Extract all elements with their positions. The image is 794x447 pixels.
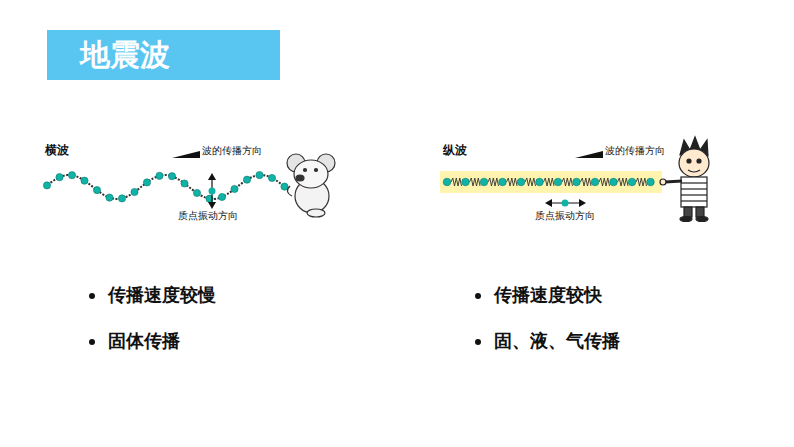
wave-particle: [610, 178, 618, 186]
vibration-label: 质点振动方向: [178, 210, 238, 222]
wave-spring: [451, 178, 462, 186]
wave-particle: [68, 172, 75, 179]
bullet-dot: [475, 339, 481, 345]
slide-title: 地震波: [80, 33, 170, 77]
wave-spring: [525, 178, 536, 186]
wave-particle: [118, 195, 125, 202]
wave-particle: [156, 172, 163, 179]
wave-particle: [268, 174, 275, 181]
wave-particle: [168, 173, 175, 180]
wave-spring: [618, 178, 629, 186]
wave-particle: [628, 178, 636, 186]
bullet-text: 传播速度较慢: [108, 284, 216, 306]
direction-label: 波的传播方向: [202, 145, 262, 157]
wave-spring: [636, 178, 647, 186]
wave-name: 横波: [45, 143, 69, 157]
wave-particle: [536, 178, 544, 186]
wave-particle: [56, 174, 63, 181]
wave-name: 纵波: [443, 143, 467, 157]
koala-figure: [287, 154, 335, 217]
wave-particle: [573, 178, 581, 186]
wave-spring: [488, 178, 499, 186]
wave-particle: [218, 193, 225, 200]
wave-particle: [591, 178, 599, 186]
wave-particle: [81, 177, 88, 184]
wave-spring: [507, 178, 518, 186]
bullet-dot: [89, 339, 95, 345]
wave-particle: [43, 182, 50, 189]
bullet-text: 固、液、气传播: [494, 330, 620, 352]
direction-wedge: [575, 151, 603, 158]
vibration-arrow: [545, 199, 586, 207]
bullet-dot: [89, 293, 95, 299]
wave-spring: [599, 178, 610, 186]
wave-particle: [106, 194, 113, 201]
bullet-text: 传播速度较快: [494, 284, 602, 306]
wave-particle: [647, 178, 655, 186]
wave-spring: [470, 178, 481, 186]
wave-chains: [43, 172, 654, 203]
wave-particle: [281, 183, 288, 190]
direction-wedge: [172, 151, 200, 158]
wave-particle: [181, 180, 188, 187]
direction-label: 波的传播方向: [605, 145, 665, 157]
wave-spring: [544, 178, 555, 186]
wave-particle: [93, 187, 100, 194]
wave-spring: [562, 178, 573, 186]
wave-particle: [499, 178, 507, 186]
wave-particle: [443, 178, 451, 186]
wave-particle: [256, 172, 263, 179]
wave-band: [440, 171, 662, 193]
boy-figure: [660, 137, 709, 222]
wave-particle: [231, 185, 238, 192]
wave-spring: [45, 175, 287, 199]
wave-particle: [480, 178, 488, 186]
wave-particle: [517, 178, 525, 186]
wave-particle: [193, 189, 200, 196]
vibration-arrow: [208, 173, 216, 209]
wave-spring: [581, 178, 592, 186]
wave-particle: [554, 178, 562, 186]
wave-particle: [462, 178, 470, 186]
bullet-text: 固体传播: [108, 330, 180, 352]
vibration-label: 质点振动方向: [535, 210, 595, 222]
wave-particle: [131, 188, 138, 195]
bullet-dot: [475, 293, 481, 299]
wave-particle: [143, 179, 150, 186]
wave-particle: [243, 176, 250, 183]
